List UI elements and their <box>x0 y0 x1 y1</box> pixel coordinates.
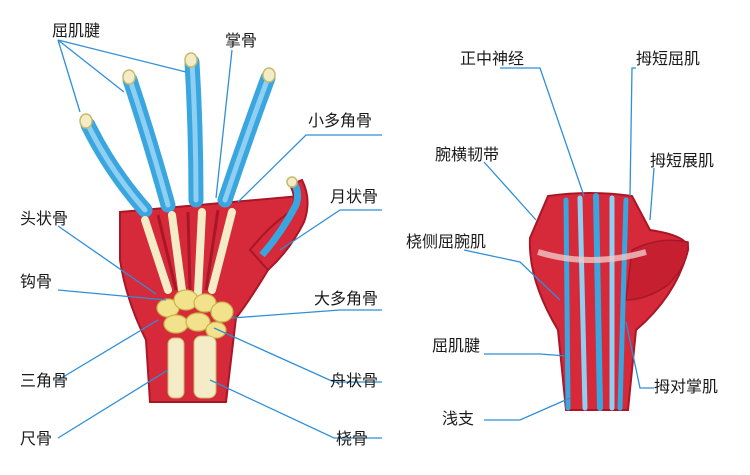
label-scaphoid: 舟状骨 <box>330 371 379 390</box>
thumb-tendon <box>259 181 302 258</box>
leader-lines <box>57 39 655 439</box>
fingertips <box>79 52 298 188</box>
label-flexor-tendon: 屈肌腱 <box>52 21 101 40</box>
label-opponens: 拇对掌肌 <box>654 377 719 396</box>
carpal-bones <box>156 289 234 339</box>
metacarpal-bones <box>141 208 236 296</box>
label-hamate: 钩骨 <box>20 272 53 291</box>
label-lunate: 月状骨 <box>330 187 379 206</box>
red-strips <box>156 209 220 291</box>
label-superficial-branch: 浅支 <box>442 409 475 428</box>
label-flexor-tendon-2: 屈肌腱 <box>432 336 481 355</box>
label-fpb: 拇短屈肌 <box>636 49 701 68</box>
wrist-model <box>528 192 690 411</box>
label-metacarpal: 掌骨 <box>225 31 258 50</box>
label-capitate: 头状骨 <box>20 209 69 228</box>
wrist-tendons <box>563 193 629 411</box>
label-apb: 拇短展肌 <box>650 151 715 170</box>
hand-model <box>79 52 309 403</box>
label-ulna: 尺骨 <box>20 429 53 448</box>
label-trapezoid: 小多角骨 <box>308 111 373 130</box>
label-fcr: 桡侧屈腕肌 <box>406 232 487 251</box>
label-transverse-ligament: 腕横韧带 <box>435 145 500 164</box>
forearm-bones <box>167 335 217 399</box>
transverse-ligament-band <box>537 249 647 263</box>
label-trapezium: 大多角骨 <box>314 289 379 308</box>
label-triquetrum: 三角骨 <box>20 371 69 390</box>
label-median-nerve: 正中神经 <box>460 49 525 68</box>
thenar-muscle <box>625 239 689 301</box>
label-radius: 桡骨 <box>336 429 369 448</box>
fingers <box>80 54 276 218</box>
